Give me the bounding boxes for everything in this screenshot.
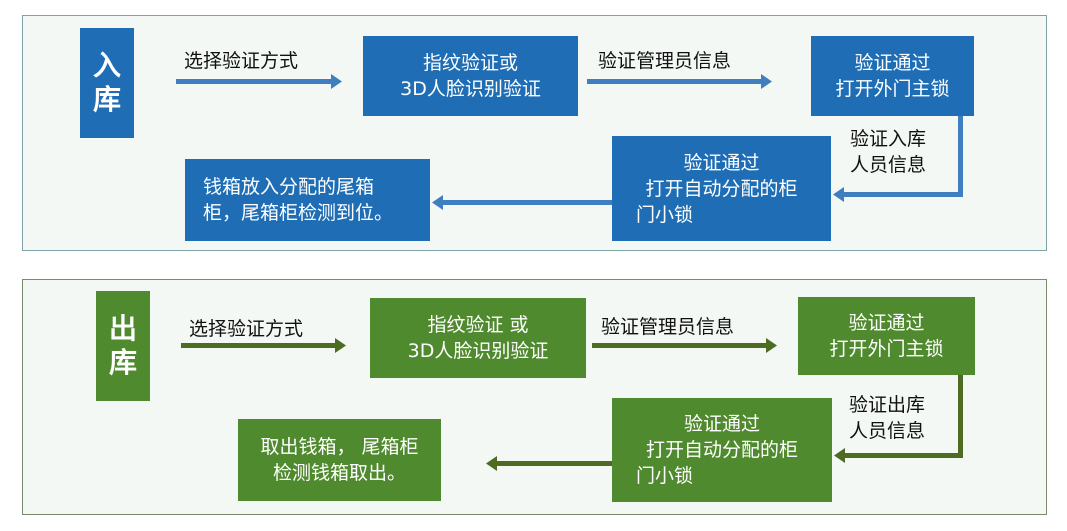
inbound-arrow-final-head [432,195,443,210]
outbound-main-lock-line2: 打开外门主锁 [829,338,944,360]
outbound-final-line1: 取出钱箱， 尾箱柜 [260,436,419,458]
outbound-arrow-staff-head [834,448,845,463]
outbound-small-lock-line3: 门小锁 [636,465,694,487]
outbound-main-lock-line1: 验证通过 [848,312,925,334]
inbound-verify-box: 指纹验证或 3D人脸识别验证 [363,36,578,116]
outbound-arrow-staff-vertical [958,375,963,458]
outbound-arrow-admin-head [766,338,777,353]
inbound-title-line2: 库 [92,83,121,116]
outbound-verify-line1: 指纹验证 或 [427,314,529,336]
outbound-method-label: 选择验证方式 [189,318,304,340]
inbound-final-line2: 柜，尾箱柜检测到位。 [203,202,394,224]
outbound-final-box: 取出钱箱， 尾箱柜 检测钱箱取出。 [238,419,441,501]
outbound-verify-line2: 3D人脸识别验证 [407,340,549,362]
inbound-arrow-staff-head [833,187,844,202]
inbound-arrow-staff-vertical [958,116,963,197]
inbound-main-lock-line1: 验证通过 [854,52,931,74]
inbound-small-lock-box: 验证通过 打开自动分配的柜 门小锁 [612,136,831,241]
inbound-arrow-final-shaft [443,200,612,205]
outbound-title-line1: 出 [108,312,137,345]
outbound-staff-line2: 人员信息 [849,420,926,442]
inbound-staff-line2: 人员信息 [850,154,927,176]
inbound-main-lock-box: 验证通过 打开外门主锁 [811,36,974,116]
inbound-arrow-staff-horizontal [844,192,963,197]
outbound-staff-line1: 验证出库 [849,394,926,416]
outbound-arrow-method-shaft [181,343,335,348]
inbound-arrow-method-shaft [176,79,331,84]
outbound-final-line2: 检测钱箱取出。 [272,462,406,484]
inbound-arrow-admin-head [761,74,772,89]
inbound-verify-line1: 指纹验证或 [422,52,518,74]
outbound-small-lock-line1: 验证通过 [683,413,760,435]
inbound-small-lock-line3: 门小锁 [636,203,694,226]
outbound-arrow-method-head [335,338,346,353]
outbound-small-lock-line2: 打开自动分配的柜 [645,439,798,461]
outbound-arrow-admin-shaft [592,343,766,348]
inbound-arrow-admin-shaft [587,79,761,84]
inbound-admin-label: 验证管理员信息 [598,50,732,72]
outbound-main-lock-box: 验证通过 打开外门主锁 [798,297,975,375]
outbound-admin-label: 验证管理员信息 [601,316,735,338]
inbound-arrow-method-head [331,74,342,89]
inbound-title: 入 库 [80,28,134,138]
inbound-final-line1: 钱箱放入分配的尾箱 [203,176,375,198]
outbound-arrow-final-shaft [497,461,612,466]
outbound-arrow-final-head [486,456,497,471]
inbound-main-lock-line2: 打开外门主锁 [835,78,950,100]
inbound-small-lock-line2: 打开自动分配的柜 [645,177,798,200]
outbound-title: 出 库 [96,291,150,401]
inbound-method-label: 选择验证方式 [184,50,299,72]
inbound-verify-line2: 3D人脸识别验证 [400,78,541,100]
inbound-small-lock-line1: 验证通过 [683,151,760,174]
inbound-staff-line1: 验证入库 [850,128,927,150]
outbound-title-line2: 库 [108,346,137,379]
inbound-title-line1: 入 [92,49,121,82]
outbound-small-lock-box: 验证通过 打开自动分配的柜 门小锁 [612,398,832,502]
outbound-staff-label: 验证出库 人员信息 [849,392,925,444]
inbound-staff-label: 验证入库 人员信息 [850,126,926,178]
outbound-arrow-staff-horizontal [845,453,963,458]
inbound-final-box: 钱箱放入分配的尾箱 柜，尾箱柜检测到位。 [185,159,430,241]
outbound-verify-box: 指纹验证 或 3D人脸识别验证 [370,298,586,378]
